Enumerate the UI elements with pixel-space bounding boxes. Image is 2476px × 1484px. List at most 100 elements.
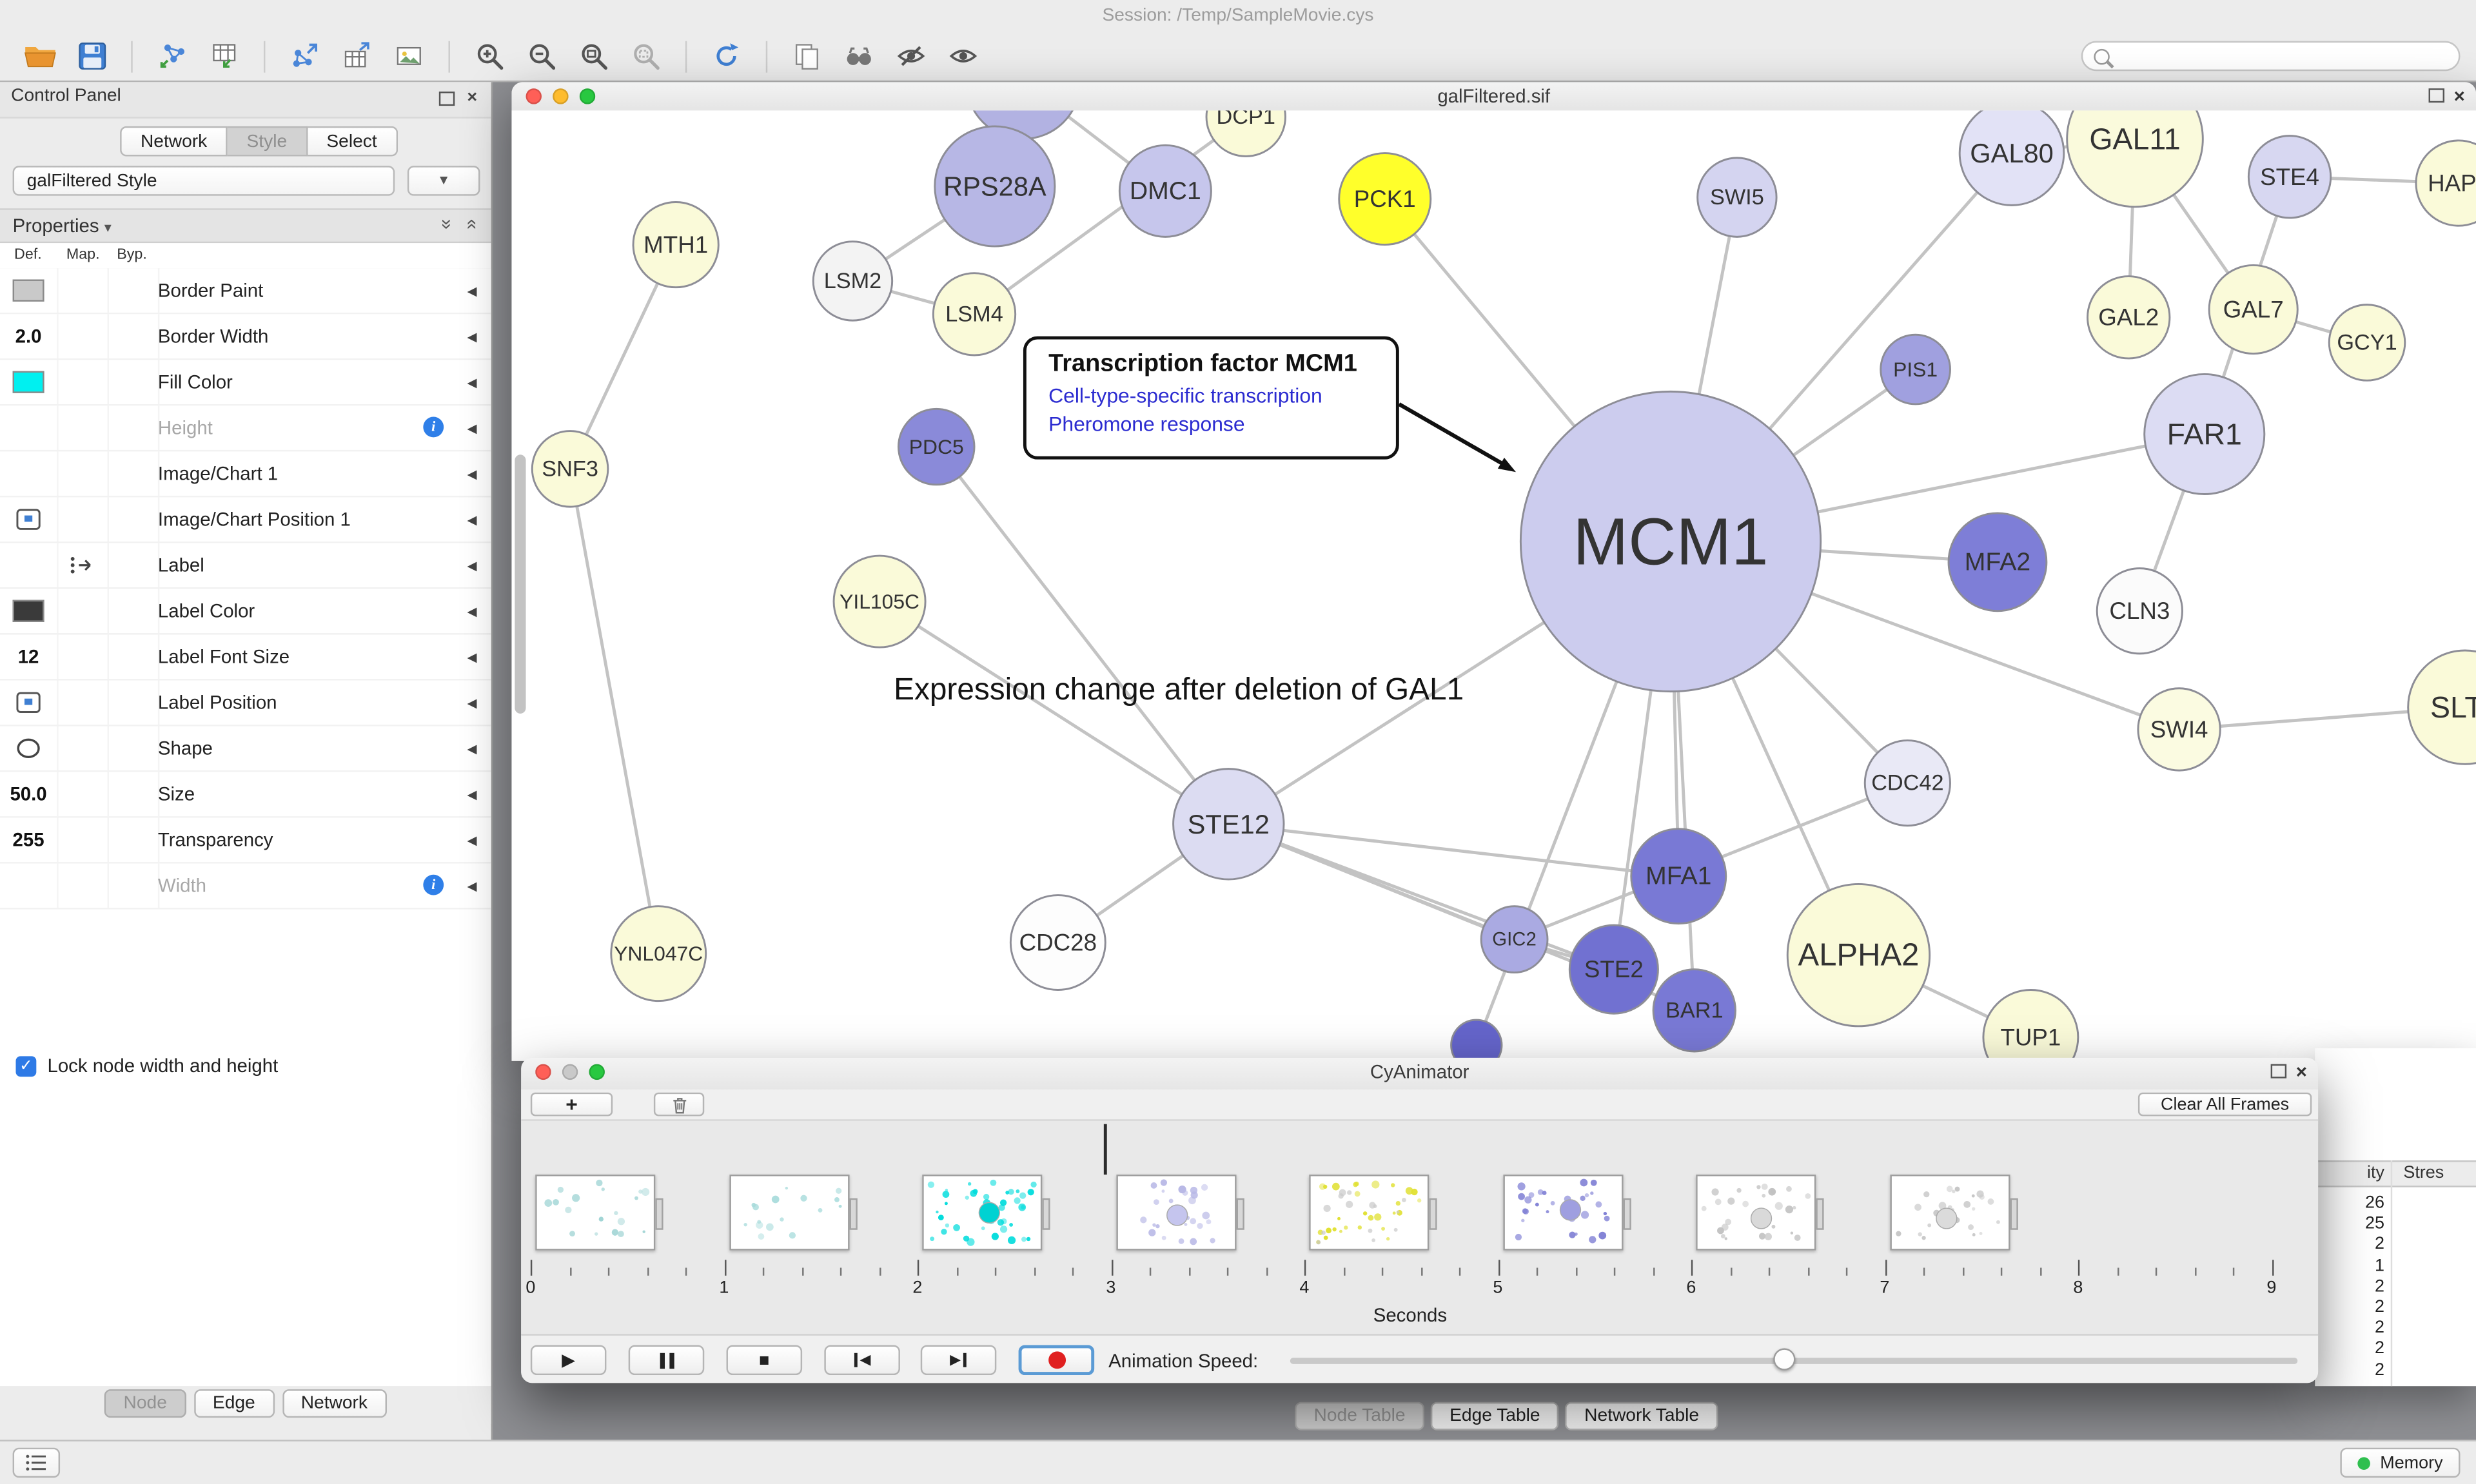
network-canvas[interactable]: RPS28BRPS28ADMC1DCP1PCK1SWI5GAL80GAL11ST… [511,110,2476,1061]
mapping-cell[interactable] [57,726,109,771]
network-node-gal80[interactable] [1958,110,2065,206]
table-cell[interactable]: 2 [2374,1235,2384,1255]
show-all-button[interactable] [939,38,987,74]
network-node-cln3[interactable] [2096,567,2183,655]
bypass-cell[interactable] [108,634,160,679]
next-frame-button[interactable]: ▶ [920,1345,997,1376]
network-node-pis1[interactable] [1880,333,1951,405]
network-node-alpha2[interactable] [1786,883,1931,1028]
delete-frame-button[interactable] [653,1092,705,1117]
zoom-traffic-light[interactable] [579,88,596,104]
timeline-playhead[interactable] [1103,1124,1106,1175]
network-edge[interactable] [973,115,1247,316]
table-cell[interactable]: 2 [2374,1318,2384,1338]
frame-thumbnail-3[interactable] [1115,1175,1244,1251]
close-window-icon[interactable]: × [2453,85,2465,108]
expand-arrow-icon[interactable]: ◀ [467,558,477,573]
expand-all-icon[interactable]: » [437,219,459,229]
expand-arrow-icon[interactable]: ◀ [467,375,477,390]
frame-thumbnail-1[interactable] [729,1175,857,1251]
default-value-cell[interactable] [0,451,59,496]
expand-arrow-icon[interactable]: ◀ [467,284,477,298]
table-cell[interactable]: 2 [2374,1339,2384,1359]
import-table-button[interactable] [201,38,248,74]
clear-all-frames-button[interactable]: Clear All Frames [2137,1092,2312,1117]
network-node-tup1[interactable] [1982,989,2079,1061]
tab-node[interactable]: Node [104,1389,186,1418]
close-traffic-light[interactable] [526,88,542,104]
default-value-cell[interactable] [0,680,59,725]
frame-drag-handle[interactable] [1622,1198,1631,1230]
pause-button[interactable] [628,1345,705,1376]
tab-node-table[interactable]: Node Table [1295,1401,1424,1430]
zoom-out-button[interactable] [518,38,565,74]
network-node-ynl047c[interactable] [610,905,707,1002]
search-input[interactable] [2119,44,2448,68]
network-window-titlebar[interactable]: galFiltered.sif × [511,82,2476,112]
property-row-label-color[interactable]: Label Color◀ [0,589,491,635]
table-cell[interactable]: 2 [2374,1298,2384,1317]
zoom-traffic-light[interactable] [589,1064,605,1080]
bypass-cell[interactable] [108,817,160,863]
previous-frame-button[interactable]: ◀ [824,1345,900,1376]
property-row-fill-color[interactable]: Fill Color◀ [0,360,491,406]
frame-thumbnail-2[interactable] [922,1175,1050,1251]
property-row-image-chart-position-1[interactable]: Image/Chart Position 1◀ [0,497,491,543]
expand-arrow-icon[interactable]: ◀ [467,421,477,436]
canvas-scrollbar[interactable] [515,454,526,714]
hide-selected-button[interactable] [887,38,934,74]
network-node-gcy1[interactable] [2328,304,2406,382]
mapping-cell[interactable] [57,817,109,863]
mcm1-annotation[interactable]: Transcription factor MCM1 Cell-type-spec… [1023,336,1399,460]
bypass-cell[interactable] [108,268,160,313]
frame-thumbnail-7[interactable] [1889,1175,2018,1251]
expand-arrow-icon[interactable]: ◀ [467,788,477,803]
network-node-gal2[interactable] [2087,275,2171,360]
default-value-cell[interactable] [0,405,59,450]
network-node-cdc28[interactable] [1009,894,1106,991]
style-dropdown[interactable]: galFiltered Style [12,166,395,196]
default-value-cell[interactable]: 12 [0,634,59,679]
property-row-border-paint[interactable]: Border Paint◀ [0,268,491,315]
import-network-button[interactable] [148,38,195,74]
cyanimator-titlebar[interactable]: CyAnimator × [521,1057,2319,1091]
record-button[interactable] [1018,1345,1095,1376]
mapping-cell[interactable] [57,772,109,817]
tab-style[interactable]: Style [228,126,308,157]
bypass-cell[interactable] [108,680,160,725]
frame-thumbnail-6[interactable] [1696,1175,1824,1251]
status-menu-button[interactable] [12,1447,61,1478]
default-value-cell[interactable] [0,497,59,542]
copy-button[interactable] [783,38,830,74]
table-cell[interactable]: 26 [2364,1193,2384,1213]
mapping-cell[interactable] [57,497,109,542]
mapping-cell[interactable] [57,589,109,634]
network-node-gal11[interactable] [2066,110,2204,208]
float-window-icon[interactable] [2270,1064,2287,1079]
frame-drag-handle[interactable] [1235,1198,1244,1230]
frame-drag-handle[interactable] [1816,1198,1824,1230]
network-node-rps28a[interactable] [934,125,1056,248]
bypass-cell[interactable] [108,314,160,358]
network-node-snf3[interactable] [531,430,609,508]
frame-drag-handle[interactable] [655,1198,663,1230]
mapping-cell[interactable] [57,268,109,313]
bypass-cell[interactable] [108,726,160,771]
network-edge[interactable] [878,600,1230,826]
network-node-mfa1[interactable] [1630,828,1727,925]
frame-thumbnail-5[interactable] [1502,1175,1631,1251]
network-node-lsm2[interactable] [812,240,894,322]
memory-button[interactable]: Memory [2341,1447,2461,1478]
table-cell[interactable]: 1 [2374,1256,2384,1275]
network-node-far1[interactable] [2143,373,2266,496]
frame-drag-handle[interactable] [2009,1198,2018,1230]
frame-drag-handle[interactable] [1429,1198,1437,1230]
export-image-button[interactable] [386,38,433,74]
expand-arrow-icon[interactable]: ◀ [467,834,477,848]
table-cell[interactable]: 2 [2374,1360,2384,1380]
zoom-selected-button[interactable] [622,38,669,74]
